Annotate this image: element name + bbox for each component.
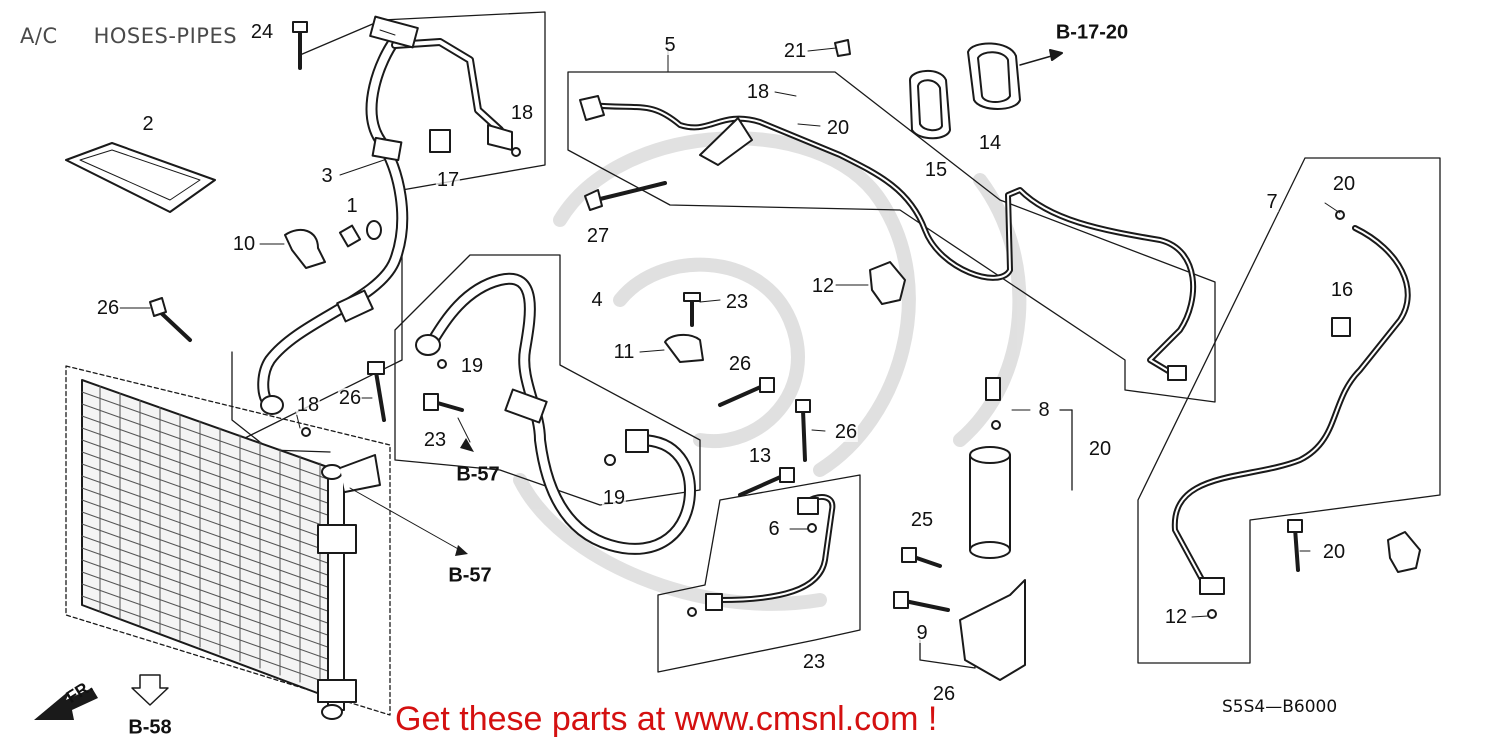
part-callout-8: 8: [1037, 399, 1051, 421]
part-callout-7: 7: [1265, 191, 1279, 213]
bolt-26-f: [1293, 526, 1300, 572]
part-callout-20: 20: [1087, 438, 1113, 460]
part-callout-27: 27: [585, 225, 611, 247]
part-callout-25: 25: [909, 509, 935, 531]
bolt-26-a: [149, 297, 192, 342]
part-callout-18: 18: [745, 81, 771, 103]
title-name: HOSES-PIPES: [93, 24, 238, 48]
condenser: [81, 379, 381, 720]
bolt-26-b: [374, 370, 386, 422]
hose-4: [415, 272, 696, 555]
part-callout-23: 23: [422, 429, 448, 451]
receiver-drier-8: [969, 377, 1011, 559]
part-callout-26: 26: [337, 387, 363, 409]
bracket-9: [893, 547, 1026, 681]
outline-condenser: [65, 365, 391, 716]
watermark-logo: [513, 131, 1027, 611]
outline-hose-4: [394, 254, 701, 506]
part-callout-5: 5: [663, 34, 677, 56]
outline-pipe-6: [657, 474, 861, 673]
part-callout-14: 14: [977, 132, 1003, 154]
part-callout-26: 26: [833, 421, 859, 443]
part-callout-18: 18: [509, 102, 535, 124]
reference-arrow-b58: [131, 674, 169, 706]
reference-b-57-b: B-57: [448, 564, 492, 587]
part-callout-24: 24: [249, 21, 275, 43]
part-callout-2: 2: [141, 113, 155, 135]
part-callout-19: 19: [459, 355, 485, 377]
part-callout-23: 23: [801, 651, 827, 673]
part-callout-3: 3: [320, 165, 334, 187]
part-callout-21: 21: [782, 40, 808, 62]
pipe-7: [1171, 210, 1411, 619]
bolt-26-e: [738, 473, 787, 497]
bolt-24: [292, 21, 308, 70]
part-callout-26: 26: [727, 353, 753, 375]
bolt-27: [594, 181, 667, 202]
part-callout-16: 16: [1329, 279, 1355, 301]
pipe-6: [687, 494, 836, 617]
reference-b-57-a: B-57: [456, 463, 500, 486]
page-title: A/C HOSES-PIPES: [20, 24, 273, 48]
clamp-12-b: [1387, 531, 1421, 573]
part-callout-12: 12: [1163, 606, 1189, 628]
part-callout-9: 9: [915, 622, 929, 644]
part-callout-17: 17: [435, 169, 461, 191]
part-callout-1: 1: [345, 195, 359, 217]
front-direction-arrow: [34, 688, 98, 720]
part-callout-23: 23: [724, 291, 750, 313]
part-callout-26: 26: [95, 297, 121, 319]
pipe-5: [579, 95, 1197, 381]
part-callout-15: 15: [923, 159, 949, 181]
part-callout-13: 13: [747, 445, 773, 467]
part-callout-20: 20: [825, 117, 851, 139]
clamp-10: [284, 220, 382, 269]
part-callout-18: 18: [295, 394, 321, 416]
nut-17: [429, 129, 451, 153]
part-callout-26: 26: [931, 683, 957, 705]
bolt-26-c: [718, 383, 767, 407]
part-callout-4: 4: [590, 289, 604, 311]
part-callout-6: 6: [767, 518, 781, 540]
bolt-26-d: [801, 408, 807, 462]
reference-b-58: B-58: [128, 716, 172, 739]
clamp-11: [664, 334, 704, 363]
diagram-code: S5S4—B6000: [1222, 697, 1338, 717]
part-callout-12: 12: [810, 275, 836, 297]
part-callout-19: 19: [601, 487, 627, 509]
part-callout-20: 20: [1321, 541, 1347, 563]
part-callout-20: 20: [1331, 173, 1357, 195]
title-section: A/C: [20, 24, 58, 48]
reference-b-17-20: B-17-20: [1055, 21, 1129, 44]
group-outlines: [65, 11, 1441, 716]
part-callout-11: 11: [612, 341, 636, 363]
outline-pipe-5: [567, 71, 1216, 403]
grommets-14-15: [834, 39, 1063, 140]
promo-text[interactable]: Get these parts at www.cmsnl.com !: [395, 700, 938, 738]
outline-pipe-7: [1137, 157, 1441, 664]
hose-3: [257, 15, 513, 415]
part-callout-10: 10: [231, 233, 257, 255]
clamp-12-a: [869, 261, 906, 305]
